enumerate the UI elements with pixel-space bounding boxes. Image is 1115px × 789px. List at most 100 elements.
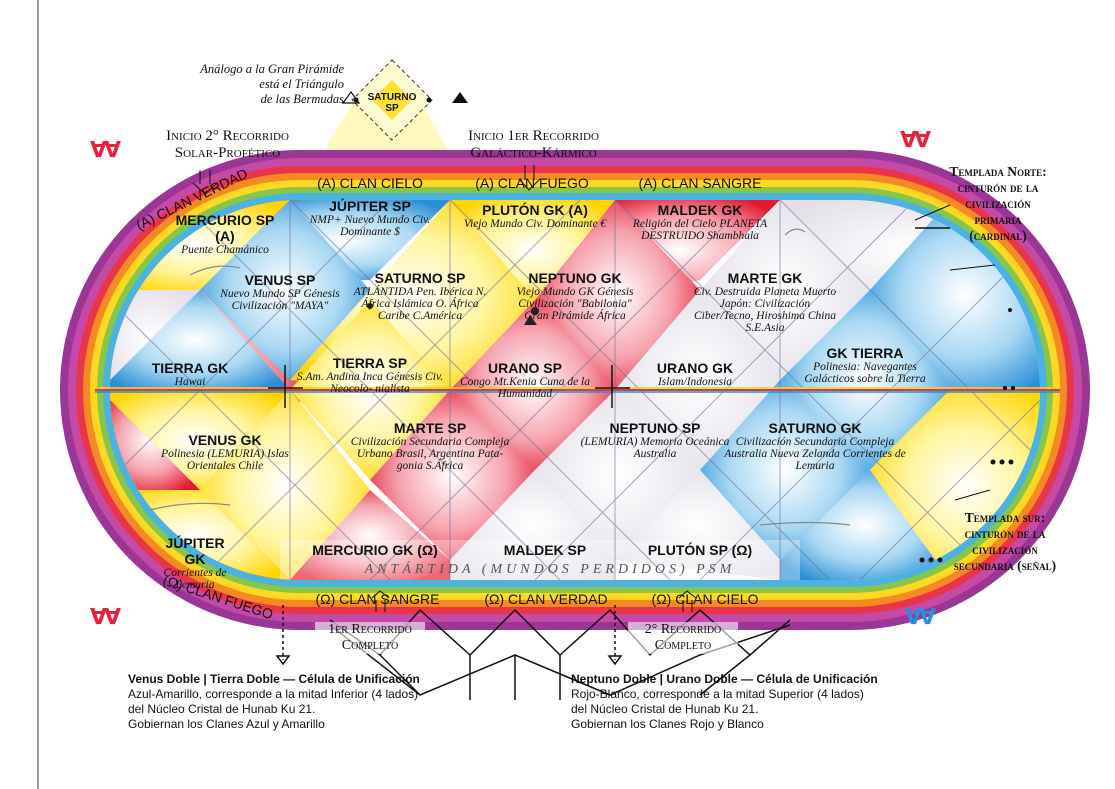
- saturno-sp-label: SATURNO SP: [362, 92, 422, 114]
- top-note-line: está el Triángulo: [168, 77, 344, 92]
- cell-7: MARTE GKCiv. Destruida Planeta Muerto Ja…: [690, 270, 840, 334]
- cell-notes: Nuevo Mundo SP Génesis Civilización "MAY…: [220, 288, 340, 312]
- footer-left-line: del Núcleo Cristal de Hunab Ku 21.: [128, 702, 548, 717]
- glyph-bottom-right: ∀∀: [905, 605, 933, 630]
- clan-label: (Ω) CLAN CIELO: [625, 592, 785, 607]
- recorrido-line: Completo: [315, 638, 425, 654]
- clan-label: (A) CLAN CIELO: [290, 176, 450, 191]
- cell-notes: Religión del Cielo PLANETA DESTRUIDO Sha…: [620, 218, 780, 242]
- cell-notes: (LEMURIA) Memoria Oceánica Australia: [575, 436, 735, 460]
- cell-title: MALDEK SP: [480, 542, 610, 558]
- inicio-1-line: Galáctico-Kármico: [446, 145, 621, 162]
- templada-sur-line: Templada sur:: [930, 510, 1080, 526]
- cell-notes: Congo Mt.Kenia Cuna de la Humanidad: [440, 376, 610, 400]
- clan-label: (Ω) CLAN SANGRE: [290, 592, 465, 607]
- cell-title: MARTE SP: [345, 420, 515, 436]
- cell-title: JÚPITER GK: [155, 535, 235, 567]
- cell-notes: Polinesia: Navegantes Galácticos sobre l…: [795, 361, 935, 385]
- footer-right-title: Neptuno Doble | Urano Doble — Célula de …: [571, 672, 878, 686]
- cell-notes: Polinesia (LEMURIA) Islas Orientales Chi…: [145, 448, 305, 472]
- footer-right-line: Gobiernan los Clanes Rojo y Blanco: [571, 717, 991, 732]
- cell-notes: Civ. Destruida Planeta Muerto Japón: Civ…: [690, 286, 840, 334]
- cell-notes: S.Am. Andina Inca Génesis Civ. Neocolo- …: [290, 371, 450, 395]
- cell-19: MALDEK SP: [480, 542, 610, 558]
- clan-label: (Ω) CLAN VERDAD: [466, 592, 626, 607]
- cell-title: MALDEK GK: [620, 202, 780, 218]
- inicio-2-line: Solar-Profético: [140, 145, 315, 162]
- cell-title: SATURNO GK: [720, 420, 910, 436]
- clan-label: (A) CLAN FUEGO: [452, 176, 612, 191]
- cell-title: NEPTUNO SP: [575, 420, 735, 436]
- cell-notes: Viejo Mundo Civ. Dominante €: [455, 218, 615, 230]
- cell-15: NEPTUNO SP(LEMURIA) Memoria Oceánica Aus…: [575, 420, 735, 460]
- cell-title: PLUTÓN SP (Ω): [625, 542, 775, 558]
- cell-notes: Islam/Indonesia: [615, 376, 775, 388]
- cell-title: GK TIERRA: [795, 345, 935, 361]
- cell-title: MERCURIO GK (Ω): [290, 542, 460, 558]
- templada-norte-line: civilización: [928, 196, 1068, 212]
- templada-norte-line: Templada Norte:: [928, 164, 1068, 180]
- cell-18: MERCURIO GK (Ω): [290, 542, 460, 558]
- footer-left-line: Gobiernan los Clanes Azul y Amarillo: [128, 717, 548, 732]
- glyph-top-left: ∀∀: [90, 138, 118, 163]
- footer-left-title: Venus Doble | Tierra Doble — Célula de U…: [128, 672, 420, 686]
- cell-title: TIERRA GK: [130, 360, 250, 376]
- cell-16: SATURNO GKCivilización Secundaria Comple…: [720, 420, 910, 472]
- cell-title: PLUTÓN GK (A): [455, 202, 615, 218]
- cell-notes: Civilización Secundaria Compleja Austral…: [720, 436, 910, 472]
- cell-title: JÚPITER SP: [300, 198, 440, 214]
- saturno-label-line: SP: [362, 103, 422, 114]
- cell-title: VENUS GK: [145, 432, 305, 448]
- templada-sur-line: cinturón de la: [930, 526, 1080, 542]
- top-note-line: de las Bermudas: [168, 92, 344, 107]
- recorrido-1-label: 1er Recorrido Completo: [315, 622, 425, 654]
- triangle-filled-icon: [452, 92, 468, 103]
- footer-right: Neptuno Doble | Urano Doble — Célula de …: [571, 672, 991, 732]
- cell-notes: ATLÁNTIDA Pen. Ibérica N. África Islámic…: [345, 286, 495, 322]
- footer-left: Venus Doble | Tierra Doble — Célula de U…: [128, 672, 548, 732]
- templada-sur-line: secundaria (señal): [930, 558, 1080, 574]
- cell-title: TIERRA SP: [290, 355, 450, 371]
- cell-0: MERCURIO SP (A)Puente Chamánico: [170, 212, 280, 256]
- glyph-top-right: ∀∀: [900, 128, 928, 153]
- templada-sur-line: civilización: [930, 542, 1080, 558]
- inicio-2-line: Inicio 2° Recorrido: [140, 128, 315, 145]
- glyph-bottom-left: ∀∀: [90, 605, 118, 630]
- recorrido-line: Completo: [628, 638, 738, 654]
- cell-notes: Puente Chamánico: [170, 244, 280, 256]
- templada-norte: Templada Norte: cinturón de la civilizac…: [928, 164, 1068, 244]
- recorrido-2-label: 2° Recorrido Completo: [628, 622, 738, 654]
- inicio-1-label: Inicio 1er Recorrido Galáctico-Kármico: [446, 128, 621, 162]
- templada-sur: Templada sur: cinturón de la civilizació…: [930, 510, 1080, 574]
- cell-notes: Civilización Secundaria Compleja Urbano …: [345, 436, 515, 472]
- cell-title: MARTE GK: [690, 270, 840, 286]
- inicio-2-label: Inicio 2° Recorrido Solar-Profético: [140, 128, 315, 162]
- saturno-label-line: SATURNO: [362, 92, 422, 103]
- templada-norte-line: cinturón de la: [928, 180, 1068, 196]
- cell-title: MERCURIO SP (A): [170, 212, 280, 244]
- cell-notes: Viejo Mundo GK Génesis Civilización "Bab…: [505, 286, 645, 322]
- cell-title: VENUS SP: [220, 272, 340, 288]
- cell-2: PLUTÓN GK (A)Viejo Mundo Civ. Dominante …: [455, 202, 615, 230]
- cell-notes: NMP+ Nuevo Mundo Civ. Dominante $: [300, 214, 440, 238]
- top-note: Análogo a la Gran Pirámide está el Trián…: [168, 62, 344, 107]
- recorrido-line: 1er Recorrido: [315, 622, 425, 638]
- cell-title: URANO SP: [440, 360, 610, 376]
- cell-title: NEPTUNO GK: [505, 270, 645, 286]
- cell-20: PLUTÓN SP (Ω): [625, 542, 775, 558]
- inicio-1-line: Inicio 1er Recorrido: [446, 128, 621, 145]
- antartida-banner: ANTÁRTIDA (MUNDOS PERDIDOS) PSM: [300, 562, 800, 577]
- templada-norte-line: primaria: [928, 212, 1068, 228]
- clan-label: (A) CLAN SANGRE: [615, 176, 785, 191]
- cell-title: SATURNO SP: [345, 270, 495, 286]
- recorrido-line: 2° Recorrido: [628, 622, 738, 638]
